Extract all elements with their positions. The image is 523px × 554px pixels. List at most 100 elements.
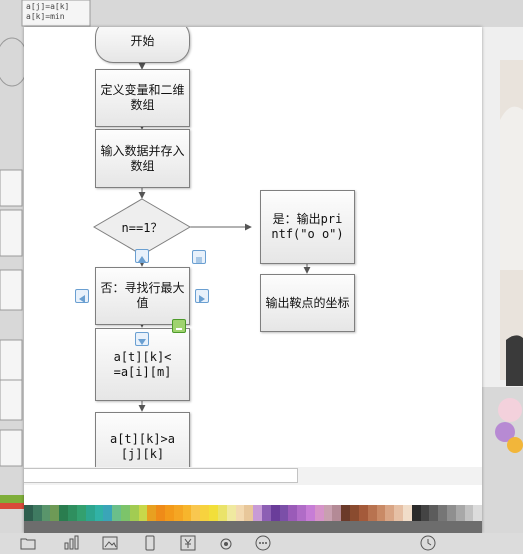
minus-icon [176, 328, 182, 330]
color-swatch[interactable] [350, 505, 359, 521]
bottom-toolbar [0, 533, 523, 554]
color-swatch[interactable] [200, 505, 210, 521]
color-swatch[interactable] [429, 505, 439, 521]
color-swatch[interactable] [182, 505, 192, 521]
status-strip [24, 521, 482, 533]
color-palette[interactable] [24, 505, 482, 521]
yes-output-label: 是：输出printf("o o") [271, 212, 344, 241]
color-swatch[interactable] [420, 505, 430, 521]
output-coordinates-label: 输出鞍点的坐标 [265, 295, 350, 310]
color-swatch[interactable] [32, 505, 42, 521]
color-swatch[interactable] [411, 505, 421, 521]
color-swatch[interactable] [94, 505, 104, 521]
color-swatch[interactable] [376, 505, 386, 521]
color-swatch[interactable] [297, 505, 306, 521]
flowchart-editor-dialog: 开始 定义变量和二维数组 输入数据并存入数组 n==1？ 是：输出printf(… [24, 27, 482, 533]
color-swatch[interactable] [270, 505, 280, 521]
color-swatch[interactable] [306, 505, 315, 521]
start-node[interactable]: 开始 [95, 27, 190, 63]
color-swatch[interactable] [129, 505, 139, 521]
collapse-handle[interactable] [172, 319, 186, 333]
color-swatch[interactable] [147, 505, 157, 521]
color-swatch[interactable] [288, 505, 298, 521]
folder-icon[interactable] [20, 535, 36, 551]
color-swatch[interactable] [473, 505, 482, 521]
color-swatch[interactable] [402, 505, 412, 521]
more-icon[interactable] [255, 535, 271, 551]
color-swatch[interactable] [85, 505, 95, 521]
color-swatch[interactable] [464, 505, 474, 521]
yes-output-node[interactable]: 是：输出printf("o o") [260, 190, 355, 264]
background-code-line-2: a[k]=min [26, 12, 65, 21]
move-left-handle[interactable] [75, 289, 89, 303]
find-row-max-node[interactable]: 否：寻找行最大值 [95, 267, 190, 325]
condition-2-node[interactable]: a[t][k]>a[j][k] [95, 412, 190, 467]
color-swatch[interactable] [50, 505, 60, 521]
move-right-handle[interactable] [195, 289, 209, 303]
color-swatch[interactable] [226, 505, 236, 521]
scrollbar-track[interactable] [24, 468, 298, 483]
color-swatch[interactable] [244, 505, 254, 521]
color-swatch[interactable] [59, 505, 69, 521]
color-swatch[interactable] [323, 505, 333, 521]
color-swatch[interactable] [394, 505, 403, 521]
color-swatch[interactable] [314, 505, 324, 521]
color-swatch[interactable] [68, 505, 77, 521]
input-data-node[interactable]: 输入数据并存入数组 [95, 129, 190, 188]
color-swatch[interactable] [217, 505, 227, 521]
image-icon[interactable] [102, 535, 118, 551]
color-swatch[interactable] [447, 505, 456, 521]
color-swatch[interactable] [138, 505, 148, 521]
horizontal-scrollbar[interactable] [24, 467, 482, 485]
move-up-handle[interactable] [135, 249, 149, 263]
yen-icon[interactable] [180, 535, 196, 551]
flowchart-connectors [93, 62, 311, 412]
phone-icon[interactable] [142, 535, 158, 551]
color-swatch[interactable] [76, 505, 86, 521]
color-swatch[interactable] [385, 505, 395, 521]
flowchart-canvas[interactable]: 开始 定义变量和二维数组 输入数据并存入数组 n==1？ 是：输出printf(… [24, 27, 482, 467]
define-variables-node[interactable]: 定义变量和二维数组 [95, 69, 190, 127]
decision-node[interactable]: n==1？ [94, 199, 190, 255]
move-down-handle[interactable] [135, 332, 149, 346]
color-swatch[interactable] [209, 505, 218, 521]
color-swatch[interactable] [341, 505, 351, 521]
decision-label: n==1？ [121, 220, 163, 235]
triangle-up-icon [138, 256, 146, 262]
triangle-right-icon [199, 295, 205, 303]
chart-icon[interactable] [63, 535, 79, 551]
output-coordinates-node[interactable]: 输出鞍点的坐标 [260, 274, 355, 332]
color-swatch[interactable] [438, 505, 447, 521]
condition-1-node[interactable]: a[t][k]<=a[i][m] [95, 328, 190, 401]
location-icon[interactable] [218, 535, 234, 551]
background-figure-image [500, 60, 523, 386]
triangle-left-icon [79, 295, 85, 303]
clock-icon[interactable] [420, 535, 436, 551]
find-row-max-label: 否：寻找行最大值 [100, 281, 185, 310]
background-code-line-1: a[j]=a[k] [26, 2, 69, 11]
color-swatch[interactable] [156, 505, 165, 521]
start-node-label: 开始 [130, 33, 155, 48]
menu-handle[interactable] [192, 250, 206, 264]
define-variables-label: 定义变量和二维数组 [100, 83, 185, 112]
color-swatch[interactable] [253, 505, 262, 521]
background-flowchart [0, 0, 91, 467]
color-swatch[interactable] [191, 505, 201, 521]
input-data-label: 输入数据并存入数组 [100, 143, 185, 173]
color-swatch[interactable] [235, 505, 245, 521]
color-swatch[interactable] [120, 505, 130, 521]
color-swatch[interactable] [112, 505, 121, 521]
color-swatch[interactable] [455, 505, 465, 521]
color-swatch[interactable] [332, 505, 342, 521]
color-swatch[interactable] [279, 505, 289, 521]
color-swatch[interactable] [165, 505, 174, 521]
color-swatch[interactable] [24, 505, 33, 521]
color-swatch[interactable] [261, 505, 271, 521]
color-swatch[interactable] [367, 505, 377, 521]
color-swatch[interactable] [103, 505, 113, 521]
condition-2-label: a[t][k]>a[j][k] [109, 432, 176, 461]
color-swatch[interactable] [173, 505, 183, 521]
color-swatch[interactable] [358, 505, 368, 521]
background-cartoon-image [495, 398, 523, 453]
color-swatch[interactable] [41, 505, 51, 521]
